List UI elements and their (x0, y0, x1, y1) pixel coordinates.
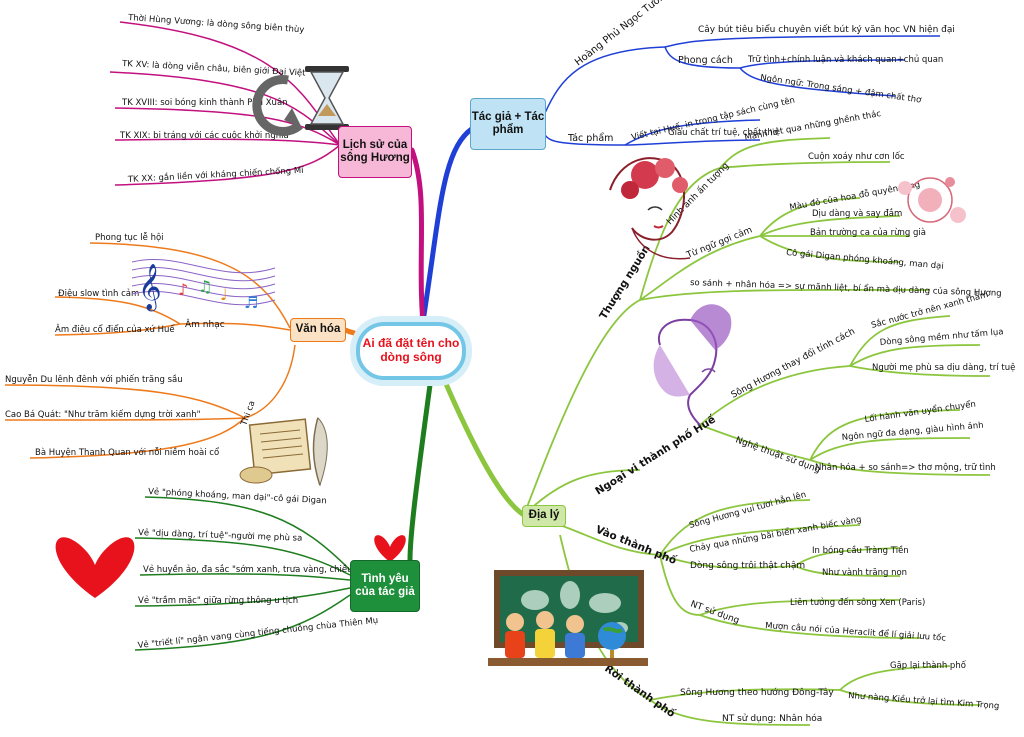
woman-flowers-illustration (609, 157, 966, 260)
vh-tc-3: Bà Huyện Thanh Quan với nỗi niềm hoài cổ (35, 447, 220, 458)
ls-item-1: Thời Hùng Vương: là dòng sông biên thùy (127, 12, 305, 35)
dl-tn-4: Cô gái Digan phóng khoáng, man dại (786, 247, 944, 272)
van-hoa-group (4, 242, 296, 459)
tinh-yeu-group (134, 496, 351, 651)
dl-ha-2: Cuộn xoáy như cơn lốc (808, 151, 905, 162)
vh-an-2: Âm điệu cổ điển của xứ Huế (55, 323, 175, 335)
classroom-illustration (488, 570, 648, 666)
dl-ha-1: Mãnh liệt qua những ghềnh thác (744, 108, 883, 143)
tg-pc-1: Trữ tình+chính luận và khách quan+chủ qu… (747, 54, 943, 65)
dl-vtp-1: Sông Hương vui tươi hẳn lên (688, 489, 807, 531)
tg-hpnt-desc: Cây bút tiêu biểu chuyên viết bút ký văn… (698, 24, 955, 35)
dl-thuong-nguon: Thượng nguồn (597, 242, 653, 321)
dl-vtp-3: Dòng sông trôi thật chậm (690, 560, 805, 571)
tg-tp-2: Giàu chất trí tuệ, chất thơ (668, 127, 779, 138)
dl-tn: Từ ngữ gợi cảm (684, 224, 754, 261)
dl-vtp-nt: NT sử dụng (689, 598, 741, 626)
node-tac-gia-label: Tác giả + Tác phẩm (471, 110, 545, 136)
svg-text:♪: ♪ (178, 280, 188, 299)
vh-phong-tuc: Phong tục lễ hội (95, 232, 164, 243)
ty-item-3: Vẻ huyền ảo, đa sắc "sớm xanh, trưa vàng… (143, 564, 373, 575)
ls-item-5: TK XX: gắn liền với kháng chiến chống Mĩ (127, 165, 305, 185)
vh-am-nhac: Âm nhạc (185, 318, 225, 330)
dl-ss: so sánh + nhân hóa => sự mãnh liệt, bí ẩ… (690, 277, 1002, 299)
tg-tac-pham: Tác phẩm (567, 133, 613, 144)
tg-phong-cach: Phong cách (678, 55, 733, 66)
dl-tdtc-3: Người mẹ phù sa dịu dàng, trí tuệ (872, 362, 1015, 373)
woman-profile-illustration (653, 304, 732, 426)
tg-hpnt: Hoàng Phủ Ngọc Tường (572, 0, 672, 68)
ty-item-4: Vẻ "trầm mặc" giữa rừng thông u tịch (138, 595, 298, 606)
svg-text:𝄞: 𝄞 (138, 264, 162, 312)
dl-ntsd-1: Lối hành văn uyển chuyển (864, 398, 977, 425)
dl-ntsd-3: Nhân hóa + so sánh=> thơ mộng, trữ tình (815, 462, 996, 473)
ls-item-3: TK XVIII: soi bóng kinh thành Phú Xuân (121, 97, 288, 108)
ls-item-4: TK XIX: bi tráng với các cuộc khởi nghĩa (119, 130, 289, 141)
vh-tc-2: Cao Bá Quát: "Như trăm kiếm dựng trời xa… (5, 409, 201, 420)
node-tac-gia[interactable]: Tác giả + Tác phẩm (470, 98, 546, 150)
node-van-hoa[interactable]: Văn hóa (290, 318, 346, 342)
node-lich-su-label: Lịch sử của sông Hương (340, 138, 410, 164)
node-lich-su[interactable]: Lịch sử của sông Hương (338, 126, 412, 178)
dl-vtp-nt-1: Liên tưởng đến sông Xen (Paris) (790, 597, 925, 608)
svg-text:♫: ♫ (198, 277, 212, 296)
dl-rtp-1b: Như nàng Kiều trở lại tìm Kim Trọng (848, 690, 1000, 712)
center-title: Ai đã đặt tên cho dòng sông (362, 336, 460, 364)
node-tinh-yeu-label: Tình yêu của tác giả (355, 572, 415, 598)
dl-vtp-3a: In bóng cầu Tràng Tiền (812, 545, 909, 556)
tac-gia-group (544, 35, 941, 146)
lich-su-group (109, 21, 341, 186)
ty-item-1: Vẻ "phóng khoáng, man dại"-cô gái Digan (148, 486, 327, 506)
ty-item-5: Vẻ "triết lí" ngân vang cùng tiếng chuôn… (137, 615, 379, 651)
branch-dia-ly (437, 367, 527, 518)
node-dia-ly[interactable]: Địa lý (522, 505, 566, 527)
svg-text:♩: ♩ (220, 285, 228, 304)
heart-large-icon (55, 537, 135, 598)
dl-rtp-1a: Gặp lại thành phố (890, 660, 967, 671)
node-tinh-yeu[interactable]: Tình yêu của tác giả (350, 560, 420, 612)
branch-tac-gia (417, 125, 476, 343)
branch-lich-su (409, 147, 428, 348)
dl-tn-2: Dịu dàng và say đắm (812, 208, 902, 219)
dl-ntsd: Nghệ thuật sử dụng (734, 434, 822, 475)
node-van-hoa-label: Văn hóa (295, 323, 341, 336)
branch-tinh-yeu (407, 367, 435, 563)
scroll-quill-icon (239, 417, 328, 487)
dl-vtp-3b: Như vành trăng non (822, 568, 907, 578)
vh-tc-1: Nguyễn Du lênh đênh với phiến trăng sầu (5, 374, 183, 385)
heart-small-icon (374, 535, 406, 562)
hourglass-icon (252, 66, 349, 136)
dia-ly-group (523, 137, 991, 726)
dl-tn-3: Bản trường ca của rừng già (810, 227, 926, 238)
svg-text:♬: ♬ (244, 293, 258, 312)
dl-rtp-1: Sông Hương theo hướng Đông-Tây (680, 687, 834, 698)
node-dia-ly-label: Địa lý (528, 509, 560, 522)
dl-roi-tp: Rời thành phố (602, 662, 678, 721)
dl-vtp-nt-2: Mượn câu nói của Heraclit để lí giải lưu… (765, 620, 947, 644)
dl-tdtc: Sông Hương thay đổi tính cách (729, 326, 857, 401)
music-notes-icon: 𝄞 ♪ ♫ ♩ ♬ (131, 258, 276, 312)
vh-an-1: Điệu slow tình cảm (58, 288, 139, 299)
center-node[interactable]: Ai đã đặt tên cho dòng sông (356, 322, 466, 380)
dl-rtp-2: NT sử dụng: Nhân hóa (722, 713, 822, 724)
